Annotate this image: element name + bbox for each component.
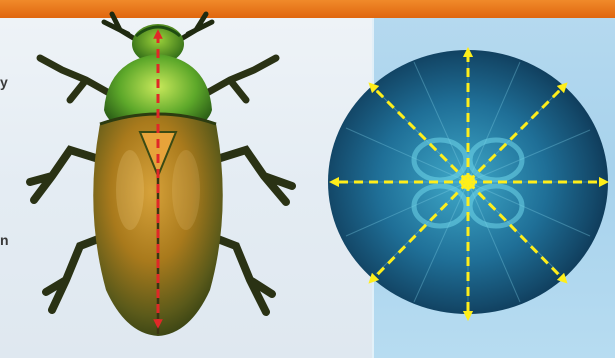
beetle bbox=[30, 14, 292, 336]
jellyfish bbox=[328, 50, 608, 316]
